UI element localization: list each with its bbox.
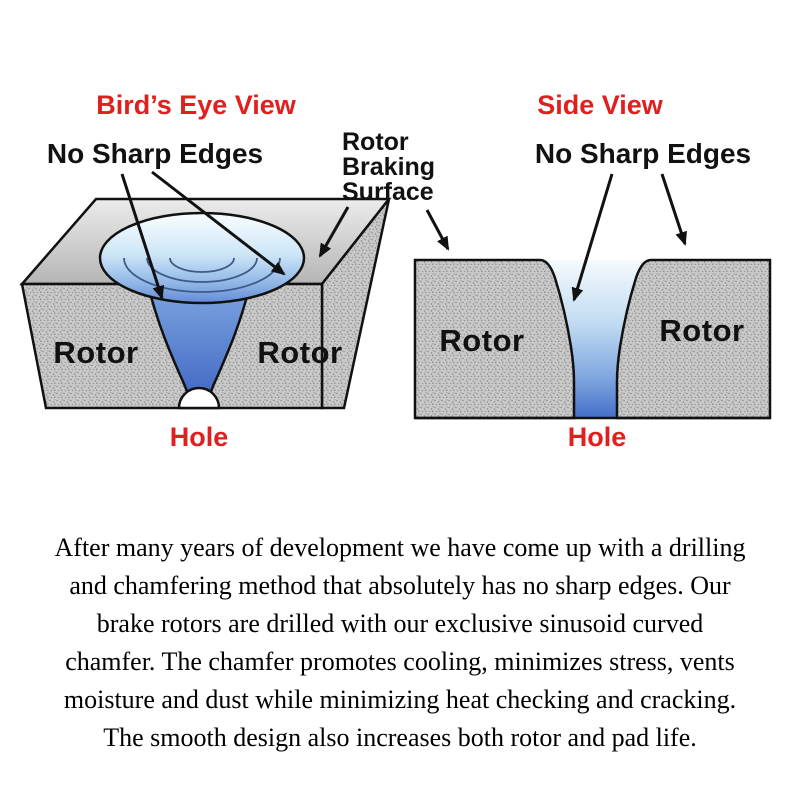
birdseye-hole-notch: [177, 386, 221, 410]
paragraph-line: and chamfering method that absolutely ha…: [69, 571, 731, 600]
title-birds-eye-view: Bird’s Eye View: [96, 90, 296, 120]
arrow-no-sharp-left-1: [120, 173, 165, 300]
birdseye-chamfer-channel: [148, 285, 250, 408]
birdseye-crater: [98, 211, 306, 305]
hole-label-right: Hole: [567, 422, 627, 452]
rotor-label-sideview-left: Rotor: [439, 323, 525, 358]
crater-ring-3: [169, 257, 235, 273]
rotor-label-birdseye-right: Rotor: [257, 335, 343, 370]
label-rotor-braking-surface-line1: Rotor: [342, 128, 409, 156]
label-no-sharp-edges-right: No Sharp Edges: [534, 138, 752, 169]
arrow-no-sharp-left-2: [151, 170, 286, 276]
arrow-braking-surface-left: [318, 206, 350, 258]
title-side-view: Side View: [537, 90, 663, 120]
paragraph-line: After many years of development we have …: [54, 533, 746, 562]
rotor-label-birdseye-left: Rotor: [53, 335, 139, 370]
paragraph-line: chamfer. The chamfer promotes cooling, m…: [65, 647, 735, 676]
sideview-channel: [540, 260, 651, 418]
label-no-sharp-edges-left: No Sharp Edges: [46, 138, 264, 169]
sideview-left-block: [413, 258, 576, 420]
rotor-label-sideview-right: Rotor: [659, 313, 745, 348]
arrow-no-sharp-right-1: [571, 173, 614, 302]
sideview-right-block: [615, 258, 772, 420]
label-rotor-braking-surface-line2: Braking: [342, 153, 436, 181]
label-rotor-braking-surface-line3: Surface: [342, 178, 434, 206]
label-rotor-braking-surface: Rotor Braking Surface: [342, 130, 435, 205]
hole-label-left: Hole: [169, 422, 229, 452]
paragraph-line: The smooth design also increases both ro…: [103, 723, 697, 752]
paragraph-line: moisture and dust while minimizing heat …: [63, 685, 737, 714]
arrow-no-sharp-right-2: [660, 173, 687, 246]
paragraph-line: brake rotors are drilled with our exclus…: [96, 609, 704, 638]
arrow-braking-surface-right: [425, 209, 450, 251]
description-paragraph: After many years of development we have …: [0, 529, 800, 757]
